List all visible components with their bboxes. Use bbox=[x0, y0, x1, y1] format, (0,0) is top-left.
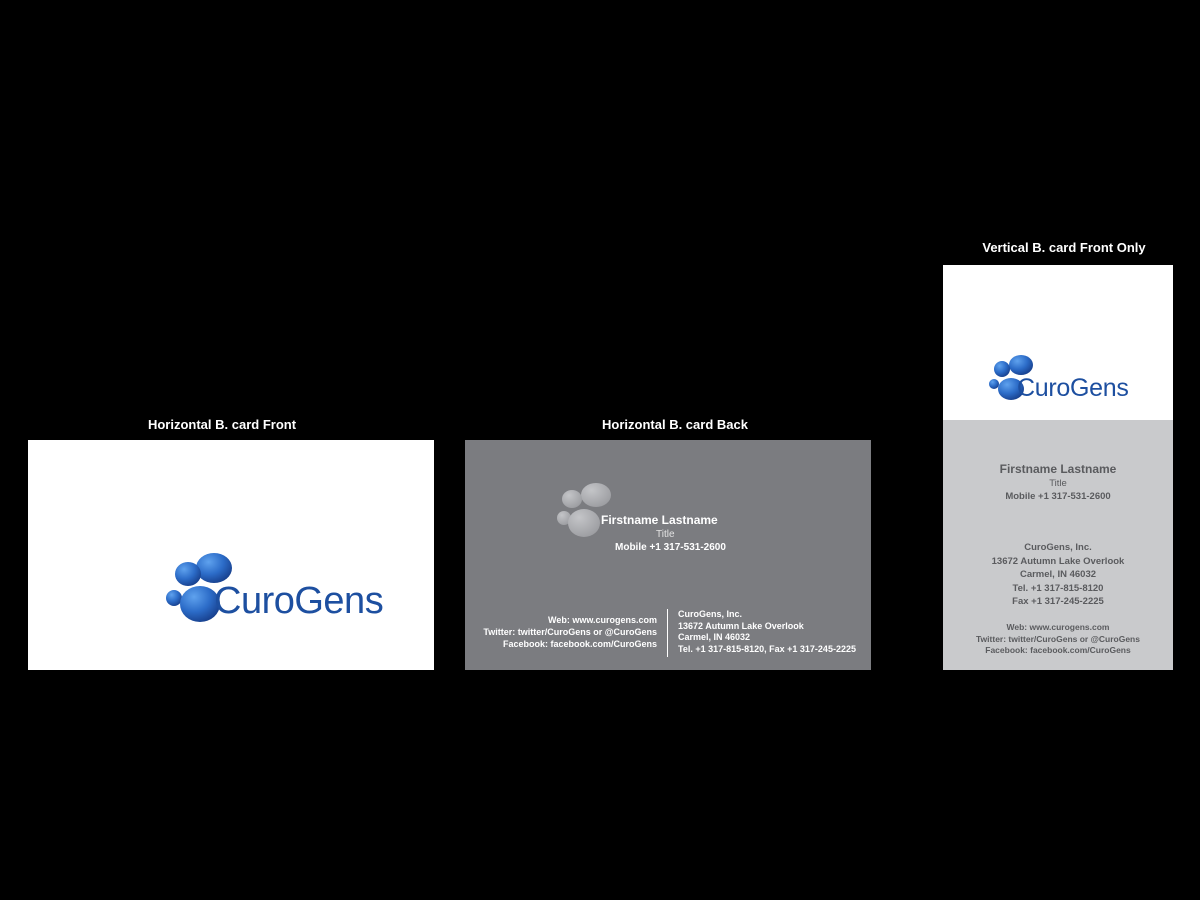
tel-fax-text: Tel. +1 317-815-8120, Fax +1 317-245-222… bbox=[678, 643, 856, 654]
tel-text: Tel. +1 317-815-8120 bbox=[1012, 582, 1104, 594]
contact-title: Title bbox=[1049, 478, 1067, 489]
contact-mobile: Mobile +1 317-531-2600 bbox=[615, 542, 726, 553]
info-divider bbox=[667, 609, 668, 657]
horizontal-card-back: Firstname Lastname Title Mobile +1 317-5… bbox=[465, 440, 871, 670]
contact-name: Firstname Lastname bbox=[601, 513, 718, 527]
contact-title: Title bbox=[656, 529, 675, 540]
bubble-cluster-icon bbox=[166, 553, 232, 622]
vertical-card-front: CuroGens Firstname Lastname Title Mobile… bbox=[943, 265, 1173, 670]
vertical-card-logo-area: CuroGens bbox=[943, 265, 1173, 420]
city-text: Carmel, IN 46032 bbox=[678, 632, 751, 642]
horizontal-card-front: CuroGens bbox=[28, 440, 434, 670]
fax-text: Fax +1 317-245-2225 bbox=[1012, 596, 1104, 607]
address-info: CuroGens, Inc. 13672 Autumn Lake Overloo… bbox=[943, 541, 1173, 609]
company-text: CuroGens, Inc. bbox=[1024, 542, 1092, 553]
twitter-text: Twitter: twitter/CuroGens or @CuroGens bbox=[483, 627, 657, 637]
web-text: Web: www.curogens.com bbox=[547, 615, 657, 625]
bubble-cluster-icon bbox=[989, 355, 1033, 400]
bubble-cluster-icon bbox=[557, 483, 611, 537]
caption-vertical: Vertical B. card Front Only bbox=[982, 240, 1146, 255]
vertical-card-info-area: Firstname Lastname Title Mobile +1 317-5… bbox=[943, 420, 1173, 670]
address-info: CuroGens, Inc. 13672 Autumn Lake Overloo… bbox=[678, 609, 856, 655]
caption-horizontal-front: Horizontal B. card Front bbox=[147, 417, 297, 432]
facebook-text: Facebook: facebook.com/CuroGens bbox=[985, 645, 1131, 655]
contact-mobile: Mobile +1 317-531-2600 bbox=[1005, 491, 1111, 502]
caption-horizontal-back: Horizontal B. card Back bbox=[602, 417, 748, 432]
online-info: Web: www.curogens.com Twitter: twitter/C… bbox=[483, 614, 657, 650]
company-text: CuroGens, Inc. bbox=[678, 609, 743, 619]
facebook-text: Facebook: facebook.com/CuroGens bbox=[502, 639, 657, 649]
online-info: Web: www.curogens.com Twitter: twitter/C… bbox=[943, 622, 1173, 657]
street-text: 13672 Autumn Lake Overlook bbox=[991, 555, 1125, 567]
street-text: 13672 Autumn Lake Overlook bbox=[678, 620, 804, 631]
contact-name: Firstname Lastname bbox=[999, 462, 1117, 476]
brand-wordmark: CuroGens bbox=[214, 580, 384, 622]
brand-wordmark: CuroGens bbox=[1017, 374, 1129, 402]
web-text: Web: www.curogens.com bbox=[1006, 622, 1110, 632]
twitter-text: Twitter: twitter/CuroGens or @CuroGens bbox=[976, 633, 1140, 644]
city-text: Carmel, IN 46032 bbox=[1019, 569, 1097, 580]
